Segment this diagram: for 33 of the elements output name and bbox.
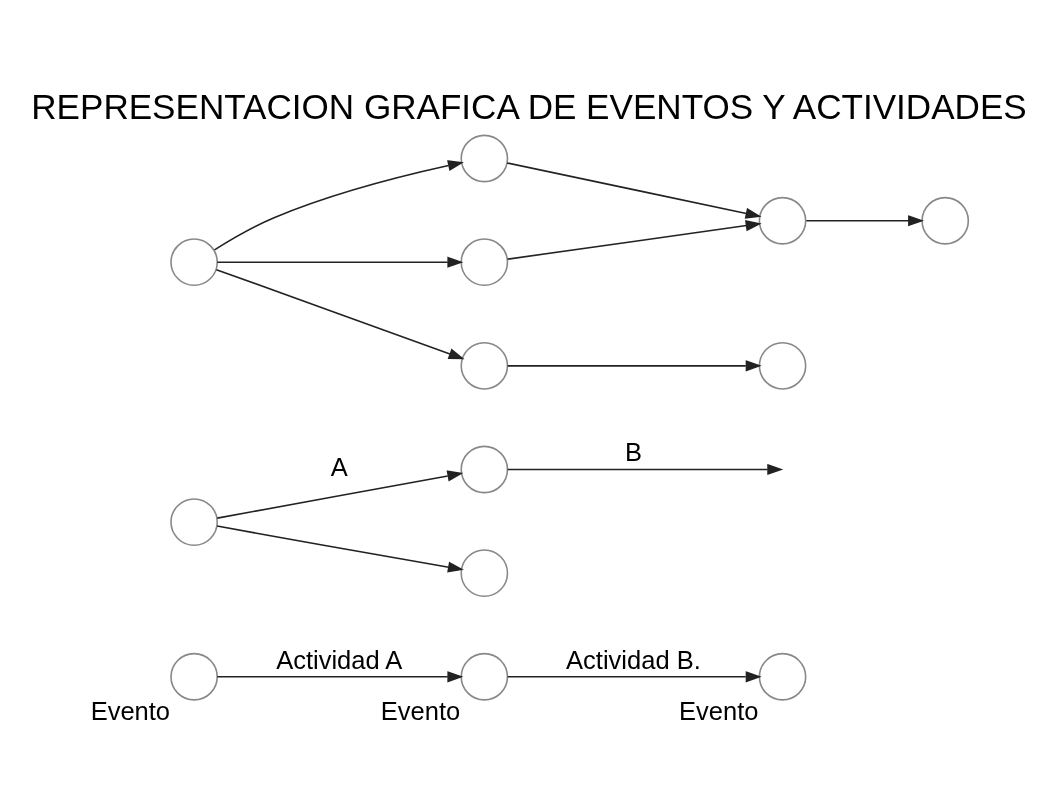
arrow: [506, 161, 762, 219]
edge-label: B: [624, 437, 642, 466]
arrow: [215, 268, 465, 359]
node-circle: [170, 237, 219, 286]
arrow: [506, 359, 762, 371]
arrow: [216, 524, 464, 573]
edge-label: A: [330, 452, 348, 481]
arrow: [506, 670, 762, 682]
diagram-title: REPRESENTACION GRAFICA DE EVENTOS Y ACTIVIDADES: [31, 86, 1027, 126]
node-label: Evento: [90, 696, 171, 725]
edge-label: Actividad A: [276, 645, 403, 673]
node-circle: [460, 445, 509, 493]
arrow: [216, 469, 464, 519]
node-circle: [460, 548, 509, 597]
node-circle: [460, 341, 509, 390]
node-circle: [758, 196, 807, 245]
arrow: [506, 219, 762, 260]
node-circle: [758, 652, 807, 701]
node-circle: [921, 196, 970, 245]
node-circle: [170, 497, 219, 546]
arrow: [213, 159, 464, 251]
node-circle: [170, 652, 219, 701]
arrow: [805, 214, 925, 226]
arrow: [216, 256, 464, 268]
node-label: Evento: [380, 696, 461, 725]
node-circle: [460, 652, 509, 701]
arrow: [506, 463, 784, 475]
arrow: [216, 670, 464, 682]
node-circle: [460, 134, 509, 182]
edge-label: Actividad B.: [566, 645, 701, 673]
node-circle: [758, 341, 807, 390]
node-circle: [460, 237, 509, 286]
node-label: Evento: [679, 696, 759, 725]
